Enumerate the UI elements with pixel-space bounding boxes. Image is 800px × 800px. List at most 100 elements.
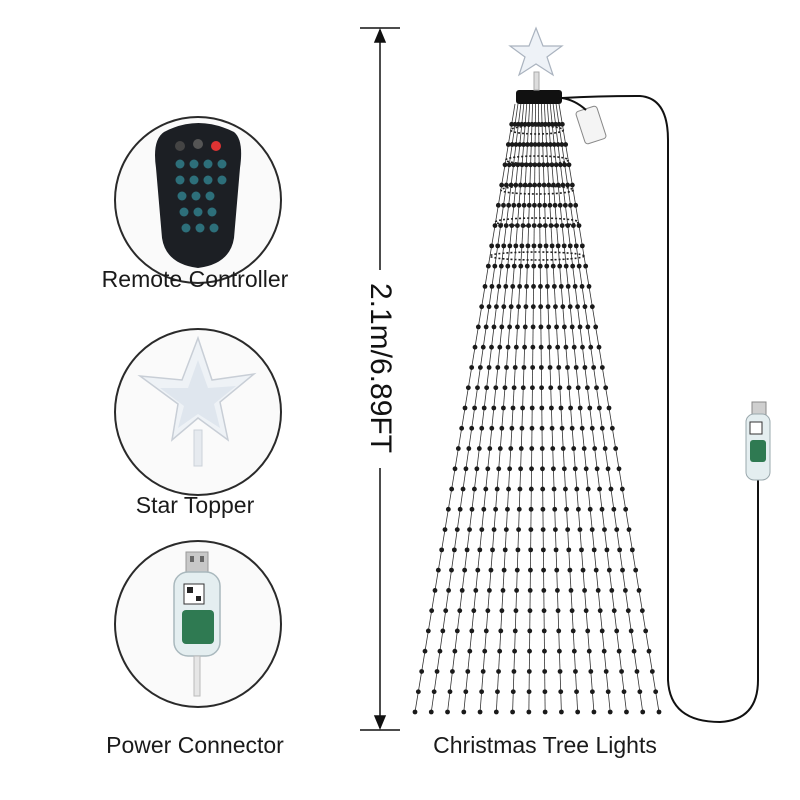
led-bead bbox=[538, 344, 544, 350]
led-bead bbox=[575, 304, 580, 310]
led-bead bbox=[514, 588, 519, 593]
led-bead bbox=[584, 385, 590, 391]
led-bead bbox=[625, 608, 631, 614]
led-bead bbox=[601, 648, 607, 654]
led-bead bbox=[507, 466, 513, 472]
led-bead bbox=[545, 304, 551, 310]
led-bead bbox=[555, 243, 561, 249]
led-bead bbox=[543, 121, 548, 127]
led-bead bbox=[485, 466, 491, 472]
led-bead bbox=[551, 466, 556, 472]
led-bead bbox=[579, 243, 585, 249]
led-bead bbox=[544, 263, 550, 269]
led-bead bbox=[489, 243, 495, 249]
led-bead bbox=[477, 547, 483, 553]
tree-rings bbox=[489, 125, 585, 261]
led-bead bbox=[501, 202, 506, 208]
led-bead bbox=[591, 365, 597, 370]
led-bead bbox=[462, 567, 468, 573]
led-bead bbox=[489, 425, 495, 431]
led-bead bbox=[553, 121, 558, 127]
led-bead bbox=[485, 608, 491, 614]
led-bead bbox=[502, 162, 508, 168]
led-bead bbox=[560, 182, 566, 188]
led-bead bbox=[463, 466, 469, 472]
led-bead bbox=[499, 324, 505, 330]
led-bead bbox=[646, 648, 652, 654]
led-bead bbox=[493, 385, 499, 391]
led-bead bbox=[464, 547, 470, 553]
led-bead bbox=[549, 425, 555, 431]
led-bead bbox=[508, 446, 514, 451]
led-bead bbox=[559, 425, 565, 431]
led-bead bbox=[471, 608, 477, 614]
led-bead bbox=[559, 142, 565, 147]
led-bead bbox=[529, 466, 534, 472]
led-bead bbox=[487, 446, 493, 451]
led-bead bbox=[526, 223, 531, 229]
led-bead bbox=[555, 608, 561, 614]
led-bead bbox=[585, 324, 591, 330]
led-bead bbox=[483, 628, 489, 634]
led-bead bbox=[454, 527, 460, 532]
led-bead bbox=[504, 365, 509, 370]
led-bead bbox=[452, 648, 458, 654]
led-bead bbox=[575, 506, 581, 512]
led-bead bbox=[503, 182, 509, 188]
led-bead bbox=[609, 425, 615, 431]
tree-strands bbox=[412, 103, 662, 715]
led-bead bbox=[489, 284, 495, 289]
led-bead bbox=[604, 547, 610, 553]
led-bead bbox=[479, 689, 485, 695]
led-bead bbox=[557, 263, 563, 269]
led-bead bbox=[429, 608, 435, 614]
led-bead bbox=[570, 628, 576, 634]
led-bead bbox=[547, 365, 553, 370]
led-bead bbox=[623, 506, 629, 512]
led-bead bbox=[565, 182, 571, 188]
led-bead bbox=[621, 689, 627, 695]
led-bead bbox=[449, 567, 454, 573]
led-bead bbox=[528, 506, 534, 512]
led-bead bbox=[597, 486, 602, 492]
led-bead bbox=[574, 689, 579, 695]
led-bead bbox=[499, 608, 505, 614]
led-bead bbox=[511, 202, 517, 208]
led-bead bbox=[629, 547, 635, 553]
led-bead bbox=[588, 669, 594, 674]
led-bead bbox=[602, 446, 608, 451]
led-bead bbox=[492, 263, 498, 269]
led-bead bbox=[527, 628, 533, 634]
led-bead bbox=[605, 689, 611, 695]
led-bead bbox=[536, 142, 542, 147]
led-bead bbox=[556, 365, 562, 370]
led-bead bbox=[586, 284, 592, 289]
led-bead bbox=[495, 365, 501, 370]
led-bead bbox=[575, 709, 581, 715]
led-bead bbox=[434, 669, 440, 674]
led-bead bbox=[552, 506, 558, 512]
led-bead bbox=[465, 669, 471, 674]
led-bead bbox=[537, 243, 543, 249]
led-bead bbox=[583, 466, 589, 472]
led-bead bbox=[594, 466, 600, 472]
led-bead bbox=[494, 486, 500, 492]
led-bead bbox=[542, 689, 548, 695]
led-bead bbox=[509, 121, 515, 127]
led-bead bbox=[513, 142, 519, 147]
led-bead bbox=[477, 365, 483, 370]
led-bead bbox=[462, 405, 468, 411]
led-bead bbox=[599, 628, 605, 634]
led-bead bbox=[539, 446, 545, 451]
tree-top-hub bbox=[516, 90, 607, 145]
led-bead bbox=[613, 446, 619, 451]
remote-controller-label: Remote Controller bbox=[101, 266, 289, 292]
led-bead bbox=[565, 527, 571, 532]
led-bead bbox=[555, 588, 560, 593]
led-bead bbox=[573, 202, 579, 208]
led-bead bbox=[565, 284, 571, 289]
led-bead bbox=[469, 506, 475, 512]
led-bead bbox=[466, 446, 472, 451]
led-bead bbox=[633, 567, 639, 573]
